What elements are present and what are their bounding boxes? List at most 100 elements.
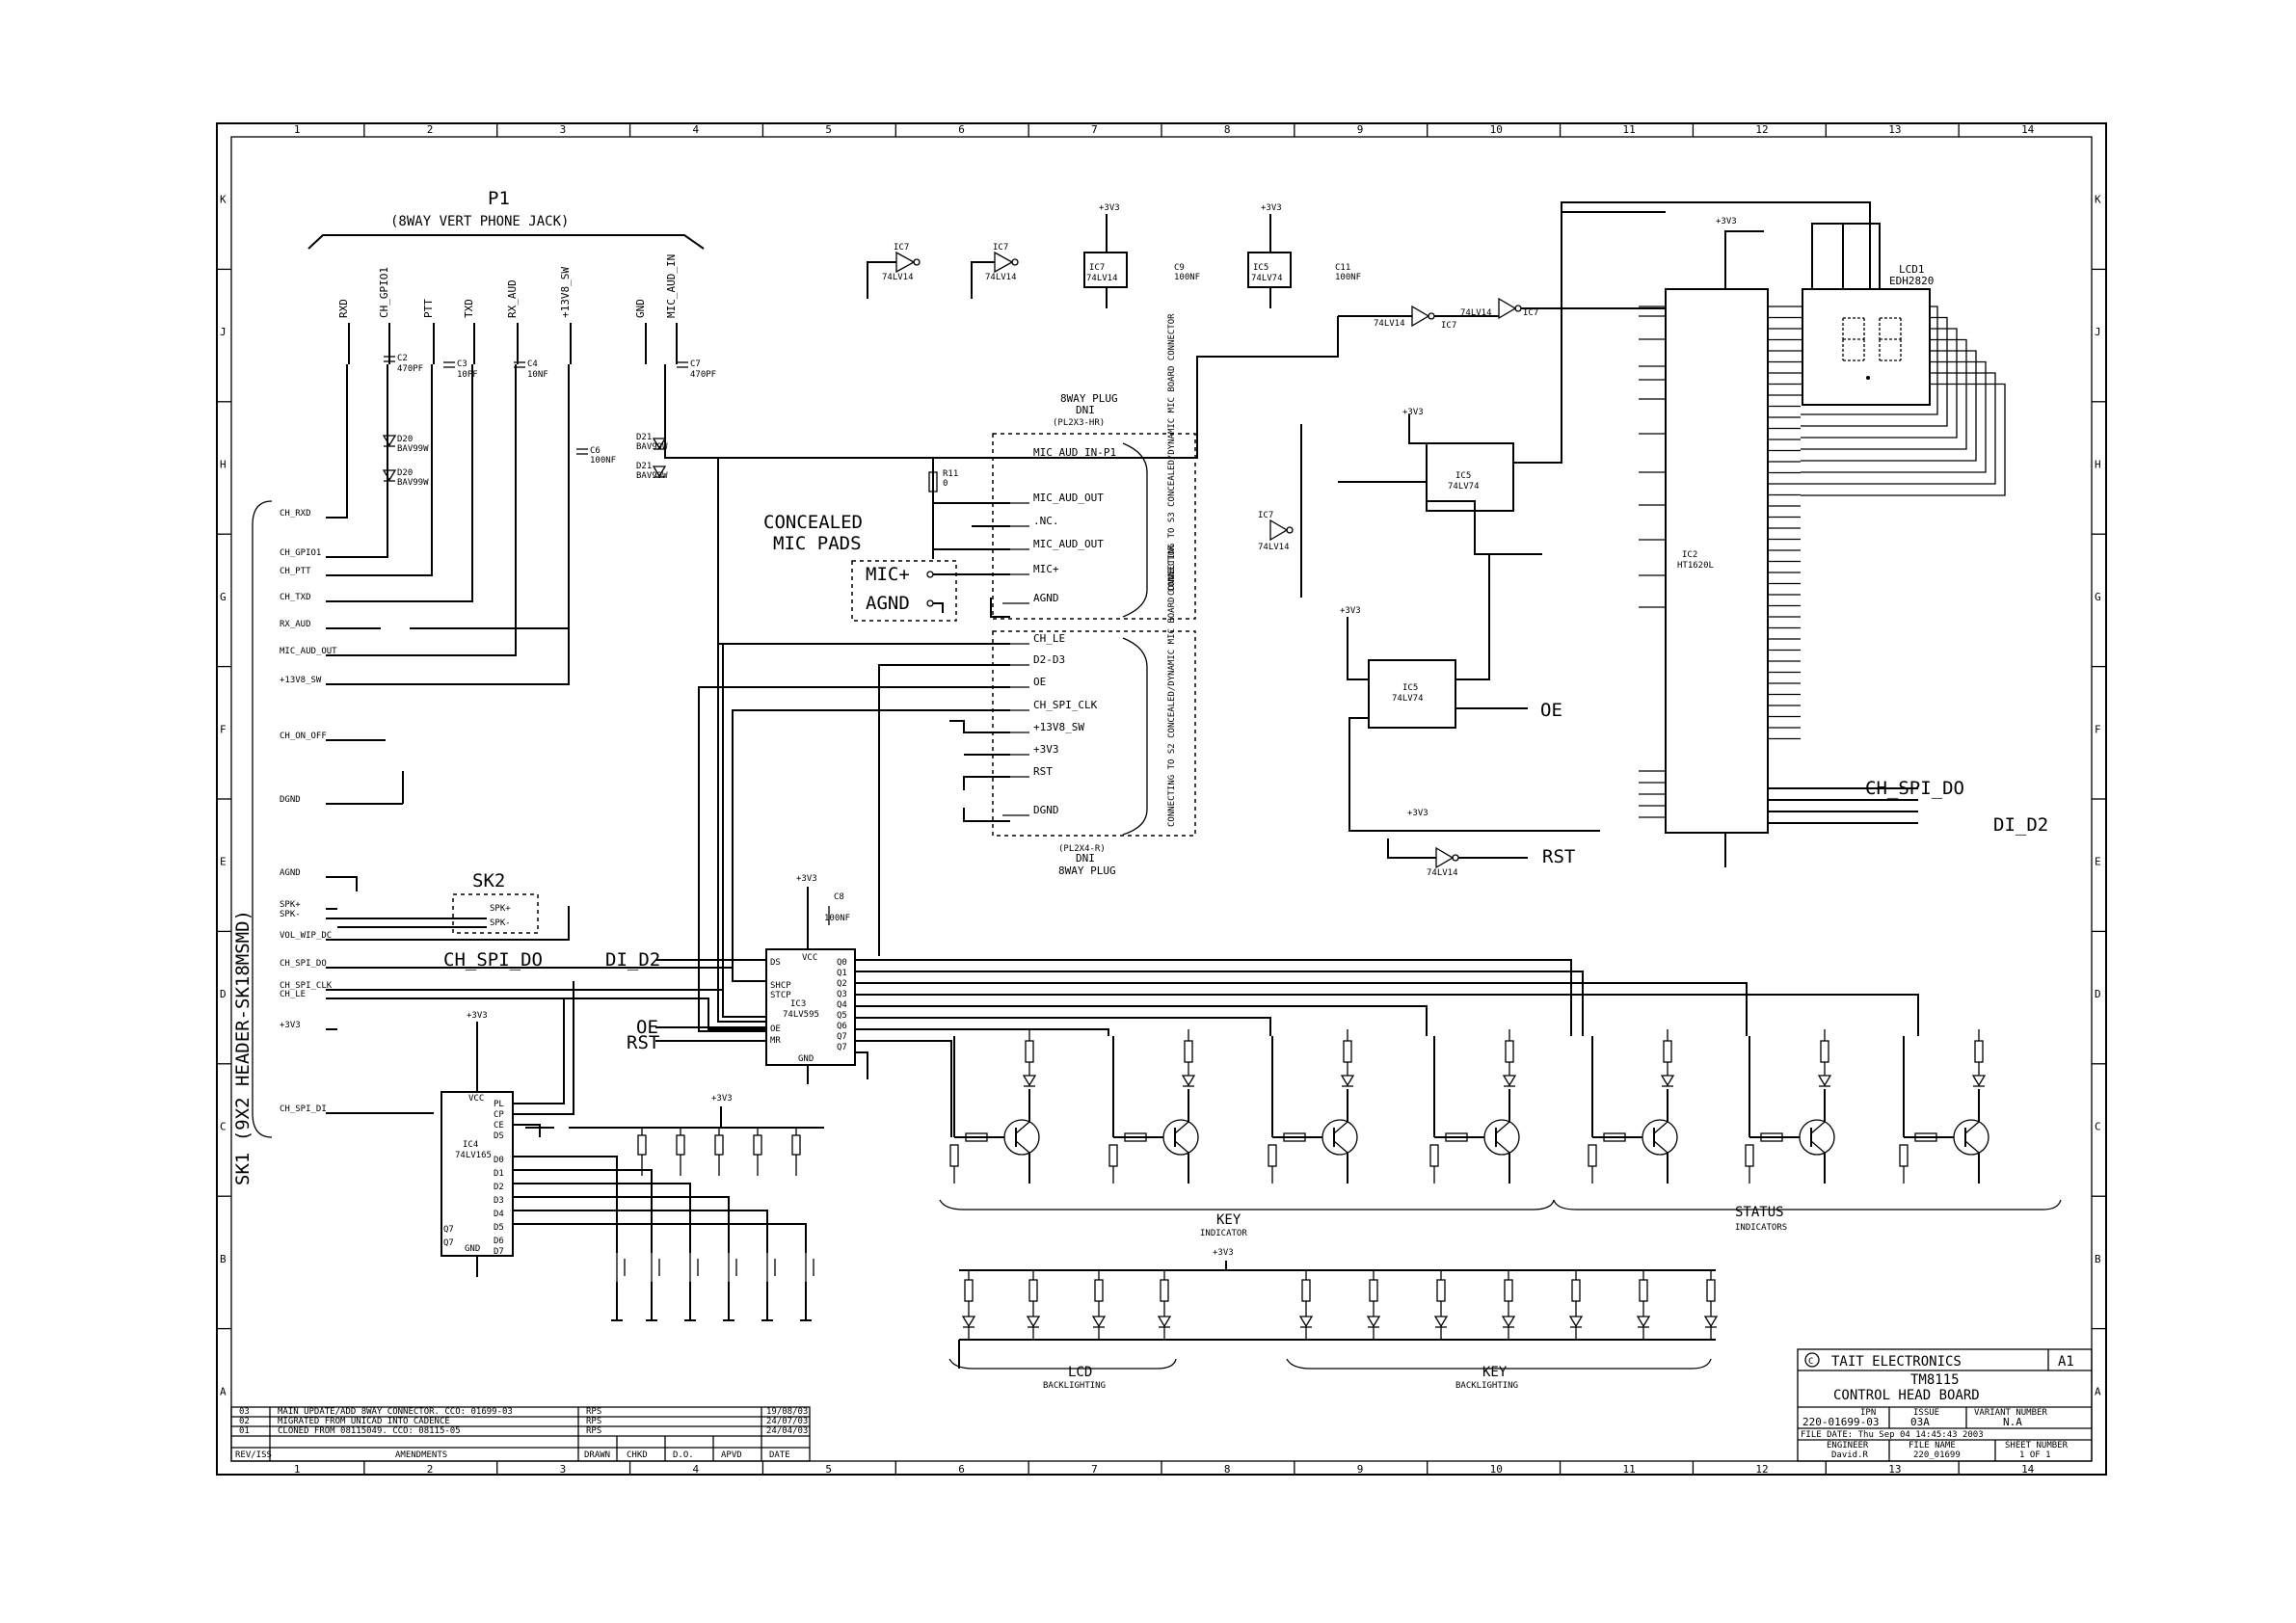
svg-text:100NF: 100NF xyxy=(1174,273,1200,282)
group-labels: KEY INDICATOR STATUS INDICATORS LCD BACK… xyxy=(939,1199,2062,1391)
svg-text:D21: D21 xyxy=(636,433,652,442)
svg-text:D4: D4 xyxy=(494,1210,504,1219)
plug-bottom-pins-label: OE xyxy=(1033,676,1046,688)
pad-agnd: AGND xyxy=(866,593,910,614)
ic3-ref: IC3 xyxy=(790,999,806,1009)
plug-bottom-side: CONNECTING TO S2 CONCEALED/DYNAMIC MIC B… xyxy=(1167,545,1177,827)
plug-top-pins-label: .NC. xyxy=(1033,515,1059,527)
ic2-supply: +3V3 xyxy=(1716,217,1737,226)
svg-text:D20: D20 xyxy=(397,468,413,478)
svg-text:D0: D0 xyxy=(494,1156,504,1165)
svg-text:D1: D1 xyxy=(494,1169,504,1179)
net-di-d2-left: DI_D2 xyxy=(605,949,660,971)
group-key-backlight-sub: BACKLIGHTING xyxy=(1455,1381,1518,1391)
plug-bottom-dni: DNI xyxy=(1076,852,1095,865)
net-ch-spi-do-left: CH_SPI_DO xyxy=(443,949,543,971)
plug-top-part: (PL2X3-HR) xyxy=(1053,418,1105,428)
ic7-part-e: 74LV14 xyxy=(1258,543,1290,552)
p1-pin-label: CH_GPIO1 xyxy=(378,267,390,318)
revision-header: DRAWN xyxy=(584,1450,610,1460)
zone-col-top: 9 xyxy=(1357,123,1364,136)
p1-pin-label: PTT xyxy=(422,299,435,318)
ic5-ref-a: IC5 xyxy=(1253,263,1268,273)
sk1-signal-label: CH_LE xyxy=(280,990,306,999)
zone-row-right: H xyxy=(2095,459,2101,471)
zone-row-left: K xyxy=(220,194,227,206)
ic4-part: 74LV165 xyxy=(455,1151,492,1160)
revision-header: D.O. xyxy=(673,1450,694,1460)
sk1-signal-label: +13V8_SW xyxy=(280,676,322,685)
zone-row-left: G xyxy=(220,591,227,603)
svg-text:74LV14: 74LV14 xyxy=(1460,308,1492,318)
driver-bus xyxy=(855,959,1919,1137)
revision-text: MIGRATED FROM UNICAD INTO CADENCE xyxy=(278,1417,450,1426)
title-file-name: 220_01699 xyxy=(1913,1450,1961,1460)
svg-text:BAV99W: BAV99W xyxy=(636,442,668,452)
ic2-left-pins xyxy=(1639,306,1666,818)
revision-text: CLONED FROM 08115049. CCO: 08115-05 xyxy=(278,1426,461,1436)
zone-col-bottom: 5 xyxy=(825,1463,832,1476)
sk1-signal-label: CH_PTT xyxy=(280,567,311,576)
concealed-title-2: MIC PADS xyxy=(773,533,862,554)
plug-bottom-part: (PL2X4-R) xyxy=(1058,844,1106,854)
sk2: SK2 SPK+ SPK- xyxy=(452,870,539,934)
svg-text:PL: PL xyxy=(494,1100,504,1109)
zone-col-bottom: 9 xyxy=(1357,1463,1364,1476)
zone-col-bottom: 4 xyxy=(693,1463,700,1476)
zone-row-right: F xyxy=(2095,723,2101,735)
group-key-indicator: KEY xyxy=(1216,1212,1241,1228)
zone-col-bottom: 13 xyxy=(1888,1463,1901,1476)
svg-text:CE: CE xyxy=(494,1121,504,1131)
zone-col-bottom: 12 xyxy=(1755,1463,1768,1476)
plug-top-dni: DNI xyxy=(1076,404,1095,416)
sk1-signal-label: MIC_AUD_OUT xyxy=(280,647,337,656)
svg-text:VCC: VCC xyxy=(802,953,817,963)
svg-text:OE: OE xyxy=(770,1024,781,1034)
svg-text:MR: MR xyxy=(770,1036,781,1046)
ic5-b-supply: +3V3 xyxy=(1402,408,1424,417)
sk2-pin-2: SPK- xyxy=(490,918,511,928)
sk1-signal-label: CH_SPI_DI xyxy=(280,1104,327,1114)
svg-text:Q7: Q7 xyxy=(443,1238,454,1248)
ic5-part-b: 74LV74 xyxy=(1448,482,1480,492)
plug-bottom-pins-label: CH_SPI_CLK xyxy=(1033,699,1098,711)
zone-col-top: 5 xyxy=(825,123,832,136)
zone-col-bottom: 10 xyxy=(1490,1463,1503,1476)
zone-row-left: H xyxy=(220,459,227,471)
p1-pin-label: GND xyxy=(634,299,647,318)
zone-col-top: 11 xyxy=(1623,123,1636,136)
zone-row-left: J xyxy=(220,326,227,338)
ic5-ref-b: IC5 xyxy=(1455,471,1471,481)
svg-text:C11: C11 xyxy=(1335,263,1350,273)
svg-text:CP: CP xyxy=(494,1110,504,1120)
title-sheet-label: SHEET NUMBER xyxy=(2005,1441,2069,1450)
revision-header: APVD xyxy=(721,1450,742,1460)
title-file-name-label: FILE NAME xyxy=(1909,1441,1956,1450)
svg-text:470PF: 470PF xyxy=(690,370,716,380)
svg-text:Q2: Q2 xyxy=(837,979,847,989)
p1-pin-label: RX_AUD xyxy=(506,279,519,318)
svg-text:C9: C9 xyxy=(1174,263,1185,273)
net-oe-right: OE xyxy=(1540,700,1562,721)
svg-text:C3: C3 xyxy=(457,359,467,369)
net-rst-right: RST xyxy=(1542,846,1575,867)
svg-text:0: 0 xyxy=(943,479,948,489)
led-drivers xyxy=(949,1029,1989,1184)
sk2-title: SK2 xyxy=(472,870,505,891)
zone-row-right: K xyxy=(2095,194,2101,206)
sk1-signal-label: SPK- xyxy=(280,910,301,919)
ic7-part-c: 74LV14 xyxy=(1086,274,1118,283)
ic7-part-d: 74LV14 xyxy=(1427,868,1458,878)
zone-col-top: 7 xyxy=(1091,123,1098,136)
ic2-ref: IC2 xyxy=(1682,550,1697,560)
revision-date: 24/04/03 xyxy=(766,1426,808,1436)
svg-text:100NF: 100NF xyxy=(824,914,850,923)
svg-text:BAV99W: BAV99W xyxy=(397,444,429,454)
